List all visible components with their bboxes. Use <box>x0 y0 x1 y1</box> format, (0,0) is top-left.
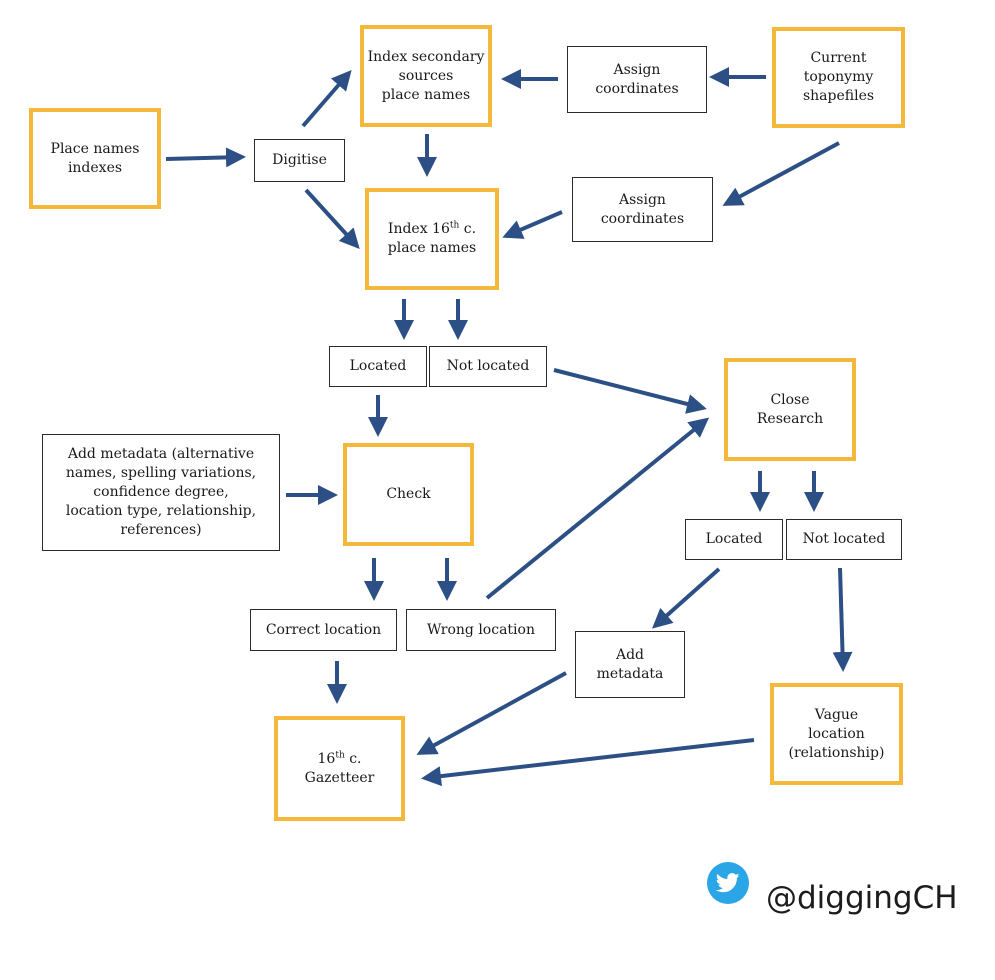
assign-coordinates-top-box: Assign coordinates <box>567 46 707 113</box>
not-located-label-2: Not located <box>802 531 886 547</box>
not-located-label-1: Not located <box>446 358 530 374</box>
digitise-box: Digitise <box>254 139 345 182</box>
twitter-bird-glyph <box>716 873 740 893</box>
add-metadata-short-box: Add metadata <box>575 631 685 698</box>
assign-coordinates-top-label: Assign coordinates <box>595 61 679 97</box>
check-box: Check <box>343 443 474 546</box>
not-located-box-1: Not located <box>429 346 547 387</box>
add-metadata-long-label: Add metadata (alternative names, spellin… <box>65 446 257 538</box>
arrow-wrong-to-research <box>485 417 710 600</box>
arrow-toponymy-to-assign-mid <box>722 141 840 206</box>
index-16c-place-names-label: Index 16th c. place names <box>387 220 477 256</box>
add-metadata-short-label: Add metadata <box>596 646 664 682</box>
index-secondary-sources-box: Index secondary sources place names <box>360 25 492 127</box>
close-research-label: Close Research <box>756 391 824 427</box>
arrow-assign-mid-to-index16 <box>502 210 563 239</box>
digitise-label: Digitise <box>272 152 327 168</box>
located-box-1: Located <box>329 346 427 387</box>
arrow-metadata-to-gazetteer <box>416 671 567 755</box>
arrow-indexes-to-digitise <box>165 147 246 168</box>
check-label: Check <box>386 486 431 502</box>
assign-coordinates-mid-box: Assign coordinates <box>572 177 713 242</box>
correct-location-box: Correct location <box>250 609 397 651</box>
gazetteer-label: 16th c. Gazetteer <box>304 749 375 786</box>
twitter-handle[interactable]: @diggingCH <box>766 880 958 916</box>
arrow-vague-to-gazetteer <box>421 738 755 787</box>
correct-location-label: Correct location <box>265 621 382 638</box>
vague-location-box: Vague location (relationship) <box>770 683 903 785</box>
current-toponymy-box: Current toponymy shapefiles <box>772 27 905 128</box>
arrow-located2-to-metadata <box>652 567 721 629</box>
located-box-2: Located <box>685 519 783 560</box>
arrow-digitise-to-index16 <box>304 188 360 249</box>
arrow-not-located2-to-vague <box>832 567 853 672</box>
vague-location-label: Vague location (relationship) <box>788 706 885 761</box>
located-label-2: Located <box>705 531 763 547</box>
arrow-digitise-to-secondary <box>301 69 352 128</box>
wrong-location-box: Wrong location <box>406 609 556 651</box>
index-16c-place-names-box: Index 16th c. place names <box>365 188 499 290</box>
wrong-location-label: Wrong location <box>427 621 535 638</box>
index-secondary-sources-label: Index secondary sources place names <box>367 48 485 103</box>
place-names-indexes-box: Place names indexes <box>29 108 161 209</box>
place-names-indexes-label: Place names indexes <box>50 140 140 176</box>
twitter-bird-icon[interactable] <box>707 862 749 904</box>
current-toponymy-label: Current toponymy shapefiles <box>802 50 875 104</box>
located-label-1: Located <box>349 358 407 374</box>
assign-coordinates-mid-label: Assign coordinates <box>600 191 685 227</box>
gazetteer-box: 16th c. Gazetteer <box>274 716 405 821</box>
add-metadata-long-box: Add metadata (alternative names, spellin… <box>42 434 280 551</box>
not-located-box-2: Not located <box>786 519 902 560</box>
arrow-not-located-to-research <box>553 368 707 414</box>
close-research-box: Close Research <box>724 358 856 461</box>
